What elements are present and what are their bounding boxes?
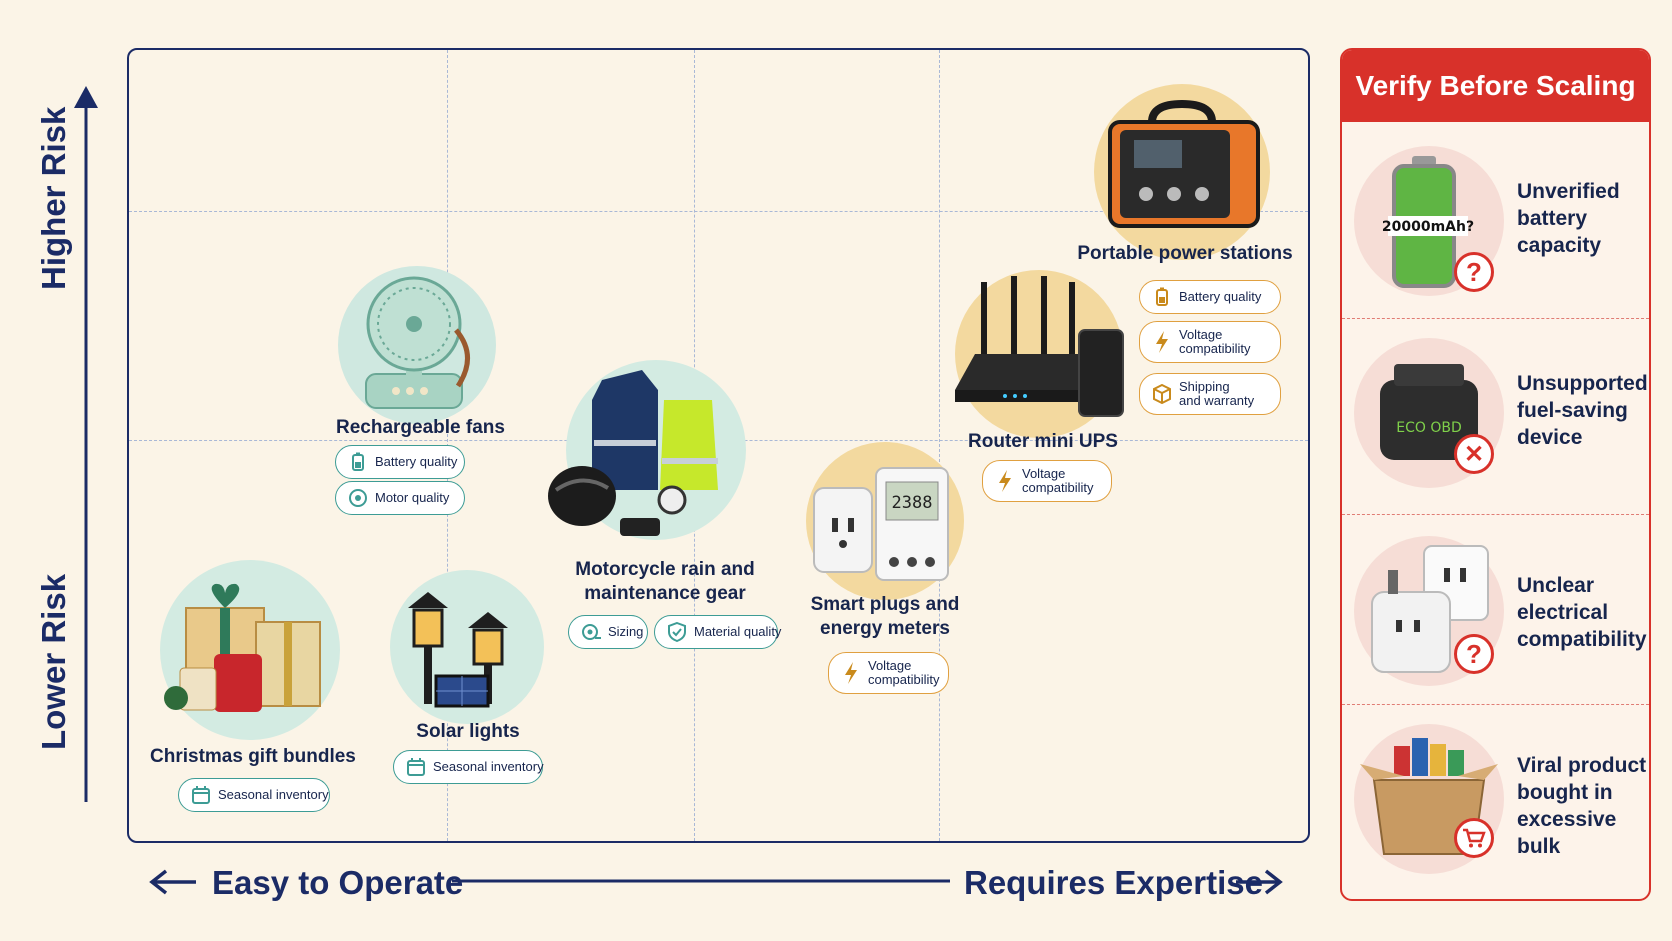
- y-axis-high-label: Higher Risk: [35, 106, 72, 290]
- measuring-tape-icon: [581, 622, 601, 642]
- calendar-icon: [406, 757, 426, 777]
- chip-seasonal-inventory: Seasonal inventory: [178, 778, 330, 812]
- item-title-line: Motorcycle rain and: [575, 559, 755, 580]
- risk-separator: [1342, 704, 1649, 705]
- panel-title: Verify Before Scaling: [1342, 50, 1649, 122]
- smart-plug-image-circle: 2388: [806, 442, 964, 600]
- cart-icon: [1454, 818, 1494, 858]
- motorcycle-gear-image-circle: [548, 360, 746, 540]
- chip-label: Battery quality: [1179, 289, 1262, 304]
- smart-plug-icon: 2388: [813, 467, 949, 581]
- router-image-circle: [955, 270, 1124, 438]
- power-station-icon: [1108, 99, 1260, 228]
- battery-icon: [1152, 287, 1172, 307]
- item-title-rechargeable-fans: Rechargeable fans: [336, 417, 505, 438]
- gift-box-icon: [164, 583, 321, 712]
- calendar-icon: [191, 785, 211, 805]
- power-station-image-circle: [1094, 84, 1270, 260]
- solar-lights-image-circle: [390, 570, 544, 724]
- battery-image-circle: 20000mAh?: [1354, 146, 1504, 296]
- chip-label: Motor quality: [375, 490, 450, 505]
- motor-icon: [348, 488, 368, 508]
- verify-panel: Verify Before Scaling 20000mAh? ? Unveri…: [1340, 48, 1651, 901]
- x-axis-easy-label: Easy to Operate: [212, 864, 464, 901]
- rain-jacket-icon: [548, 370, 718, 536]
- battery-icon: [348, 452, 368, 472]
- chip-material-quality: Material quality: [654, 615, 782, 649]
- item-title-portable-power-stations: Portable power stations: [1077, 243, 1293, 264]
- question-icon: ?: [1454, 634, 1494, 674]
- item-title-line: Smart plugs and: [810, 594, 960, 615]
- battery-capacity-label: 20000mAh?: [1382, 219, 1474, 235]
- chip-battery-quality: Battery quality: [1139, 280, 1281, 314]
- fan-image-circle: [338, 266, 496, 424]
- item-title-motorcycle-gear: Motorcycle rain and maintenance gear: [570, 558, 760, 606]
- shield-check-icon: [667, 622, 687, 642]
- left-arrow-icon: [149, 869, 196, 895]
- question-icon: ?: [1454, 252, 1494, 292]
- right-arrow-icon: [1236, 869, 1283, 895]
- cross-icon: ✕: [1454, 434, 1494, 474]
- obd-device-icon: ECO OBD: [1380, 364, 1478, 460]
- cart-glyph: [1463, 828, 1486, 848]
- gift-image-circle: [160, 560, 340, 740]
- chip-seasonal-inventory: Seasonal inventory: [393, 750, 544, 784]
- solar-lamp-icon: [408, 592, 508, 708]
- item-title-line: maintenance gear: [584, 583, 746, 604]
- grid-line: [129, 211, 1308, 212]
- risk-separator: [1342, 318, 1649, 319]
- router-icon: [955, 276, 1124, 417]
- plug-adapter-icon: [1371, 545, 1489, 673]
- meter-display-text: 2388: [892, 493, 933, 513]
- y-axis-low-label: Lower Risk: [35, 573, 72, 750]
- item-title-smart-plugs: Smart plugs and energy meters: [790, 593, 980, 641]
- x-axis-line: [452, 879, 950, 883]
- x-axis-expert-label: Requires Expertise: [964, 864, 1263, 901]
- y-axis-arrow: [74, 86, 98, 802]
- chip-label: Seasonal inventory: [433, 759, 544, 774]
- package-icon: [1152, 384, 1172, 404]
- chip-label: Material quality: [694, 624, 782, 639]
- risk-separator: [1342, 514, 1649, 515]
- item-title-solar-lights: Solar lights: [416, 721, 520, 742]
- grid-line: [939, 50, 940, 841]
- item-title-christmas-gift-bundles: Christmas gift bundles: [150, 746, 356, 767]
- chip-battery-quality: Battery quality: [335, 445, 465, 479]
- lightning-icon: [995, 470, 1015, 492]
- chip-motor-quality: Motor quality: [335, 481, 465, 515]
- chip-sizing: Sizing: [568, 615, 648, 649]
- battery-icon: 20000mAh?: [1382, 156, 1474, 288]
- lightning-icon: [1152, 331, 1172, 353]
- item-title-router-mini-ups: Router mini UPS: [968, 431, 1118, 452]
- obd-label: ECO OBD: [1396, 420, 1462, 436]
- lightning-icon: [841, 662, 861, 684]
- item-title-line: energy meters: [820, 618, 950, 639]
- chip-label: Battery quality: [375, 454, 458, 469]
- chip-label: Seasonal inventory: [218, 787, 329, 802]
- fan-icon: [365, 276, 470, 409]
- chip-label: Sizing: [608, 624, 644, 639]
